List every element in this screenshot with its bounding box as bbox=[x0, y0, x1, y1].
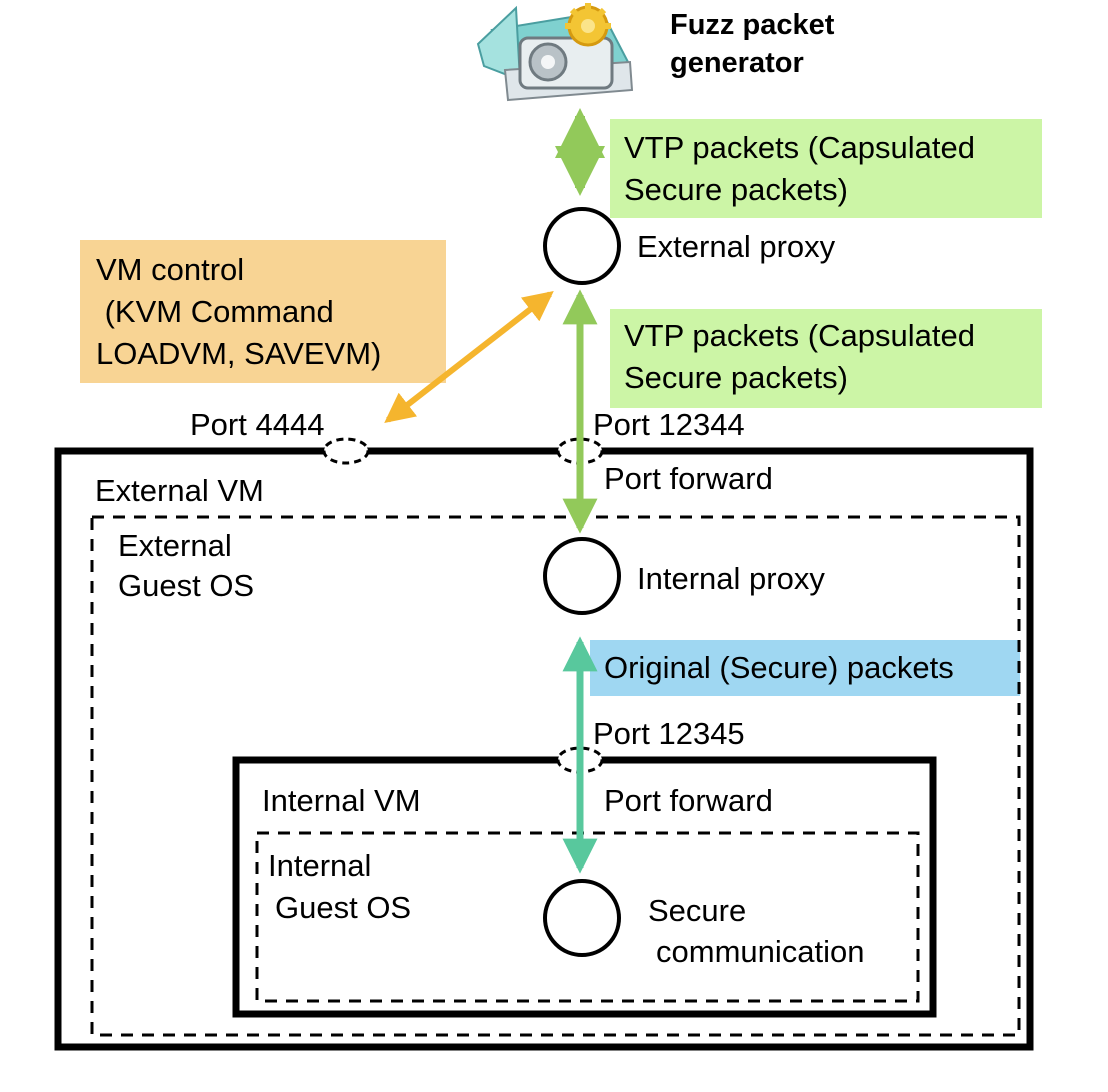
external-guest-os-line1: External bbox=[118, 528, 232, 563]
internal-proxy-node bbox=[543, 537, 621, 615]
generator-title-line1: Fuzz packet bbox=[670, 9, 835, 41]
vtp-label-mid-line2: Secure packets) bbox=[624, 360, 848, 395]
external-proxy-node bbox=[543, 207, 621, 285]
vtp-label-mid-background bbox=[610, 309, 1042, 408]
port-forward-inner-label: Port forward bbox=[604, 783, 773, 818]
external-vm-label: External VM bbox=[95, 473, 264, 508]
vm-control-arrow bbox=[384, 291, 554, 423]
vm-control-line2: (KVM Command bbox=[96, 294, 334, 329]
port-4444-hole bbox=[322, 437, 370, 465]
internal-guest-os-line1: Internal bbox=[268, 848, 372, 883]
port-forward-outer-label: Port forward bbox=[604, 461, 773, 496]
secure-communication-line1: Secure bbox=[648, 893, 747, 928]
generator-title-line2: generator bbox=[670, 47, 804, 79]
gear-monitor-icon bbox=[476, 3, 634, 102]
port-4444-label: Port 4444 bbox=[190, 407, 325, 442]
internal-guest-os-box bbox=[255, 831, 920, 1003]
vtp-label-top-background bbox=[610, 119, 1042, 218]
internal-proxy-label: Internal proxy bbox=[637, 561, 825, 596]
vm-control-line3: LOADVM, SAVEVM) bbox=[96, 336, 382, 371]
external-proxy-label: External proxy bbox=[637, 229, 836, 264]
original-label-background bbox=[590, 640, 1020, 696]
vtp-label-top-line1: VTP packets (Capsulated bbox=[624, 130, 975, 165]
vtp-label-mid-line1: VTP packets (Capsulated bbox=[624, 318, 975, 353]
internal-guest-os-line2: Guest OS bbox=[275, 890, 412, 925]
external-guest-os-box bbox=[90, 515, 1021, 1037]
port-12344-label: Port 12344 bbox=[593, 407, 745, 442]
original-packets-label: Original (Secure) packets bbox=[604, 650, 954, 685]
vtp-label-top-line2: Secure packets) bbox=[624, 172, 848, 207]
vm-control-line1: VM control bbox=[96, 252, 245, 287]
external-vm-box bbox=[54, 447, 1034, 1051]
external-guest-os-line2: Guest OS bbox=[118, 568, 255, 603]
secure-communication-line2: communication bbox=[656, 934, 865, 969]
internal-vm-label: Internal VM bbox=[262, 783, 421, 818]
port-12345-label: Port 12345 bbox=[593, 716, 745, 751]
secure-communication-node bbox=[543, 879, 621, 957]
